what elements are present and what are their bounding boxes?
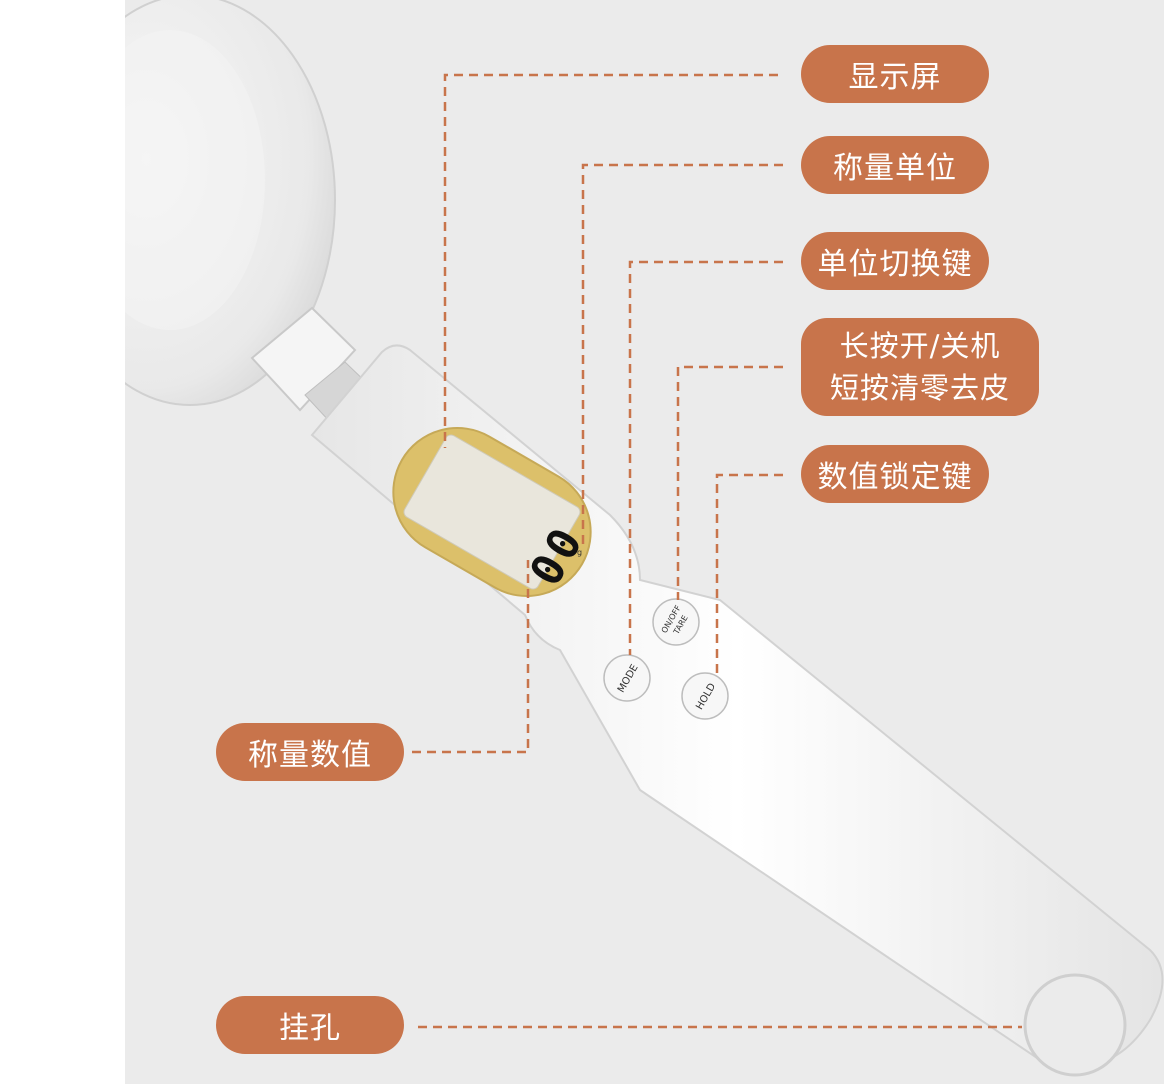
leader-lines — [412, 73, 1022, 1029]
lcd-unit-mark: g — [577, 548, 582, 557]
leader-unit-switch — [628, 260, 783, 655]
callout-hang-hole: 挂孔 — [216, 996, 404, 1054]
spoon-neck — [250, 306, 357, 412]
callout-unit: 称量单位 — [801, 136, 989, 194]
mode-button[interactable]: MODE — [603, 654, 651, 702]
leader-power-tare — [676, 365, 783, 600]
callout-unit-switch-key: 单位切换键 — [801, 232, 989, 290]
callout-power-tare-line1: 长按开/关机 — [839, 329, 1001, 363]
onoff-tare-button[interactable]: ON/OFF TARE — [652, 598, 700, 646]
lcd-screen-icon — [392, 427, 592, 597]
callout-display: 显示屏 — [801, 45, 989, 103]
callout-power-tare: 长按开/关机 短按清零去皮 — [801, 318, 1039, 416]
callout-power-tare-line2: 短按清零去皮 — [829, 371, 1010, 405]
callout-hold-key: 数值锁定键 — [801, 445, 989, 503]
leader-display — [443, 73, 778, 448]
hold-button[interactable]: HOLD — [681, 672, 729, 720]
hang-hole-icon — [1023, 973, 1127, 1077]
leader-unit — [581, 163, 783, 548]
callout-weight-value: 称量数值 — [216, 723, 404, 781]
leader-hold — [715, 473, 783, 675]
leader-weight-value — [412, 560, 530, 754]
